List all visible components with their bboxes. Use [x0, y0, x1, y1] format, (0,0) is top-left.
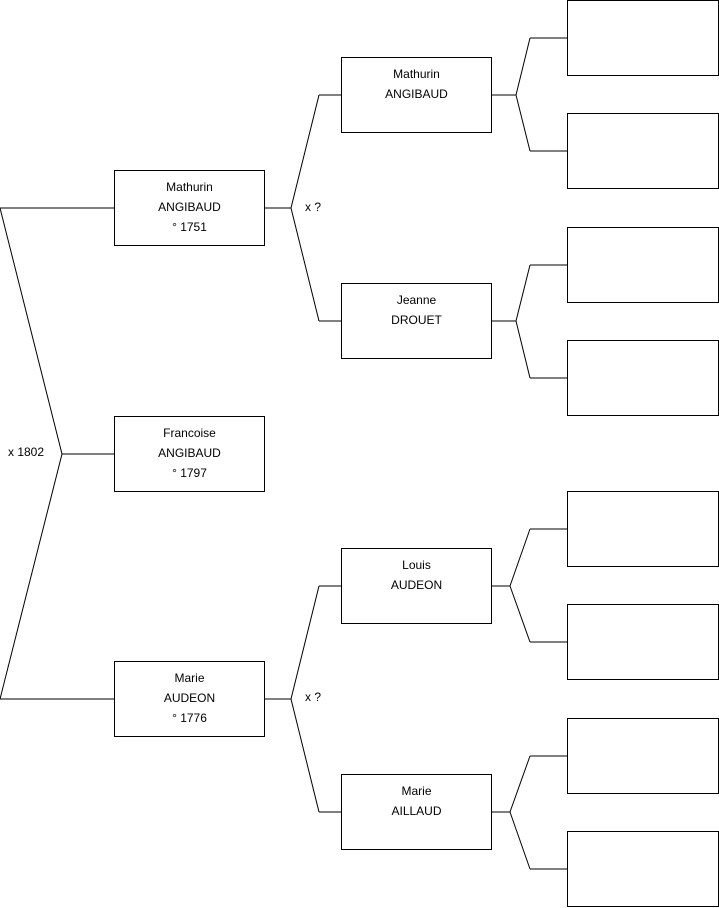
- person-box-paternal-grandmother: Jeanne DROUET: [341, 283, 492, 359]
- empty-person-box: [567, 831, 719, 907]
- person-box-mother: Marie AUDEON ° 1776: [114, 661, 265, 737]
- birth-year: ° 1776: [172, 711, 207, 725]
- birth-year: ° 1751: [172, 220, 207, 234]
- person-box-maternal-grandmother: Marie AILLAUD: [341, 774, 492, 850]
- first-name: Francoise: [163, 426, 216, 440]
- maternal-grandparents-marriage-label: x ?: [305, 690, 322, 704]
- maternal-bracket-line: [290, 585, 320, 813]
- first-name: Marie: [401, 784, 432, 798]
- empty-person-box: [567, 113, 719, 189]
- empty-person-box: [567, 604, 719, 680]
- person-box-father: Mathurin ANGIBAUD ° 1751: [114, 170, 265, 246]
- great-grandparents-bracket-line: [515, 37, 531, 152]
- empty-person-box: [567, 227, 719, 303]
- person-box-maternal-grandfather: Louis AUDEON: [341, 548, 492, 624]
- first-name: Marie: [174, 671, 205, 685]
- last-name: AUDEON: [163, 691, 216, 705]
- empty-person-box: [567, 0, 719, 76]
- first-name: Jeanne: [396, 293, 437, 307]
- paternal-grandparents-marriage-label: x ?: [305, 200, 322, 214]
- empty-person-box: [567, 718, 719, 794]
- great-grandparents-bracket-line: [509, 528, 531, 643]
- first-name: Mathurin: [166, 180, 213, 194]
- paternal-bracket-line: [290, 94, 320, 322]
- last-name: AUDEON: [390, 578, 443, 592]
- last-name: DROUET: [391, 313, 442, 327]
- person-box-paternal-grandfather: Mathurin ANGIBAUD: [341, 57, 492, 133]
- first-name: Louis: [402, 558, 431, 572]
- last-name: ANGIBAUD: [158, 446, 221, 460]
- great-grandparents-bracket-line: [509, 755, 531, 870]
- parents-bracket-line: [0, 207, 63, 700]
- last-name: AILLAUD: [391, 804, 442, 818]
- parents-marriage-label: x 1802: [8, 445, 45, 459]
- great-grandparents-bracket-line: [515, 264, 531, 379]
- person-box-francoise-angibaud: Francoise ANGIBAUD ° 1797: [114, 416, 265, 492]
- empty-person-box: [567, 340, 719, 416]
- last-name: ANGIBAUD: [158, 200, 221, 214]
- first-name: Mathurin: [393, 67, 440, 81]
- empty-person-box: [567, 491, 719, 567]
- last-name: ANGIBAUD: [385, 87, 448, 101]
- birth-year: ° 1797: [172, 466, 207, 480]
